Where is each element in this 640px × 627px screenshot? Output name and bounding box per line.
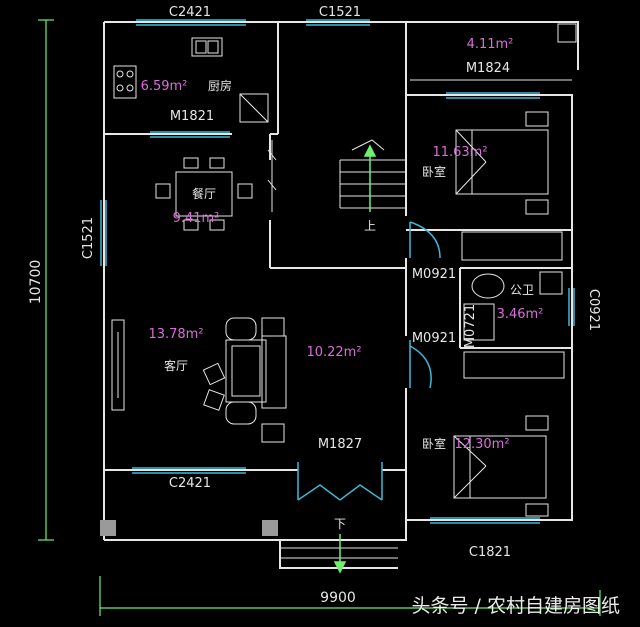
window-label-top-middle: C1521 <box>319 5 361 20</box>
area-bedroom-lower: 12.30m² <box>454 437 509 452</box>
area-bathroom: 3.46m² <box>497 307 544 322</box>
area-kitchen: 6.59m² <box>141 79 188 94</box>
door-label-bedroom-lower: M0921 <box>412 331 456 346</box>
dimension-width: 9900 <box>320 590 356 606</box>
room-name-bedroom-upper: 卧室 <box>422 164 446 179</box>
room-name-living: 客厅 <box>164 358 188 373</box>
room-name-dining: 餐厅 <box>192 186 216 201</box>
dimension-lines <box>38 19 601 616</box>
room-names: 厨房 餐厅 客厅 卧室 公卫 卧室 上 下 <box>164 78 534 531</box>
door-label-bathroom: M0721 <box>463 304 478 348</box>
room-name-kitchen: 厨房 <box>208 78 232 93</box>
window-label-right: C0921 <box>586 289 601 331</box>
area-dining: 9.41m² <box>173 211 220 226</box>
door-labels: M1821 M1824 M0921 M0921 M0721 M1827 <box>170 61 510 452</box>
area-storage: 4.11m² <box>467 37 514 52</box>
window-label-bottom-left: C2421 <box>169 476 211 491</box>
windows <box>100 19 575 524</box>
watermark: 头条号 / 农村自建房图纸 <box>412 595 620 617</box>
stairs <box>280 139 406 559</box>
stair-label-up: 上 <box>364 219 376 233</box>
room-name-bedroom-lower: 卧室 <box>422 436 446 451</box>
stair-arrows <box>333 144 377 574</box>
room-name-bathroom: 公卫 <box>510 283 534 297</box>
door-label-top-right: M1824 <box>466 61 510 76</box>
window-labels: C2421 C1521 C1521 C2421 C0921 C1821 <box>81 5 601 560</box>
porch-column-left <box>100 520 116 536</box>
door-label-entrance: M1827 <box>318 437 362 452</box>
room-areas: 6.59m² 9.41m² 13.78m² 10.22m² 4.11m² 11.… <box>141 37 544 452</box>
window-label-bottom-right: C1821 <box>469 545 511 560</box>
window-label-left: C1521 <box>81 217 96 259</box>
area-bedroom-upper: 11.63m² <box>432 145 487 160</box>
window-label-top-left: C2421 <box>169 5 211 20</box>
area-hall: 10.22m² <box>306 345 361 360</box>
door-label-kitchen: M1821 <box>170 109 214 124</box>
dimension-height: 10700 <box>28 260 44 305</box>
furniture <box>111 23 577 517</box>
area-living: 13.78m² <box>148 327 203 342</box>
door-label-bedroom-upper: M0921 <box>412 267 456 282</box>
stair-label-down: 下 <box>334 517 346 531</box>
porch-column-right <box>262 520 278 536</box>
walls <box>103 21 579 569</box>
